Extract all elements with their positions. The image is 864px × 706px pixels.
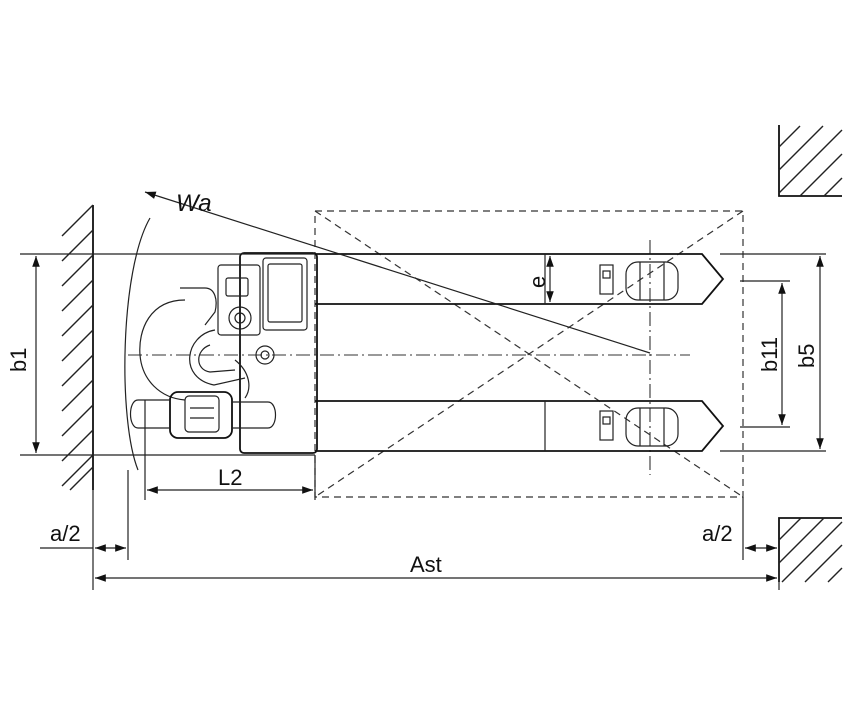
label-b11: b11 <box>757 337 782 372</box>
label-e: e <box>525 276 550 288</box>
label-b5: b5 <box>794 344 819 368</box>
fork-upper <box>315 253 725 305</box>
label-wa: Wa <box>176 190 212 217</box>
l2-dimension: L2 <box>144 400 316 500</box>
pallet-outline <box>314 210 744 498</box>
ast-dimension: Ast <box>95 552 777 582</box>
label-b1: b1 <box>6 348 31 372</box>
a2-left-dimension: a/2 <box>40 470 129 590</box>
center-lines <box>128 240 690 475</box>
label-a2-right: a/2 <box>702 521 733 546</box>
wa-dimension: Wa <box>144 190 651 354</box>
b1-dimension: b1 <box>6 253 315 456</box>
e-dimension: e <box>525 256 554 302</box>
right-wall-bottom <box>778 517 843 583</box>
label-ast: Ast <box>410 552 442 577</box>
a2-right-dimension: a/2 <box>702 497 780 590</box>
left-wall <box>61 204 94 491</box>
label-a2-left: a/2 <box>50 521 81 546</box>
b5-dimension: b5 <box>720 253 826 452</box>
label-l2: L2 <box>218 465 242 490</box>
fork-lower <box>315 400 725 452</box>
right-wall-top <box>778 125 843 197</box>
truck-body <box>124 217 318 471</box>
b11-dimension: b11 <box>740 280 790 428</box>
